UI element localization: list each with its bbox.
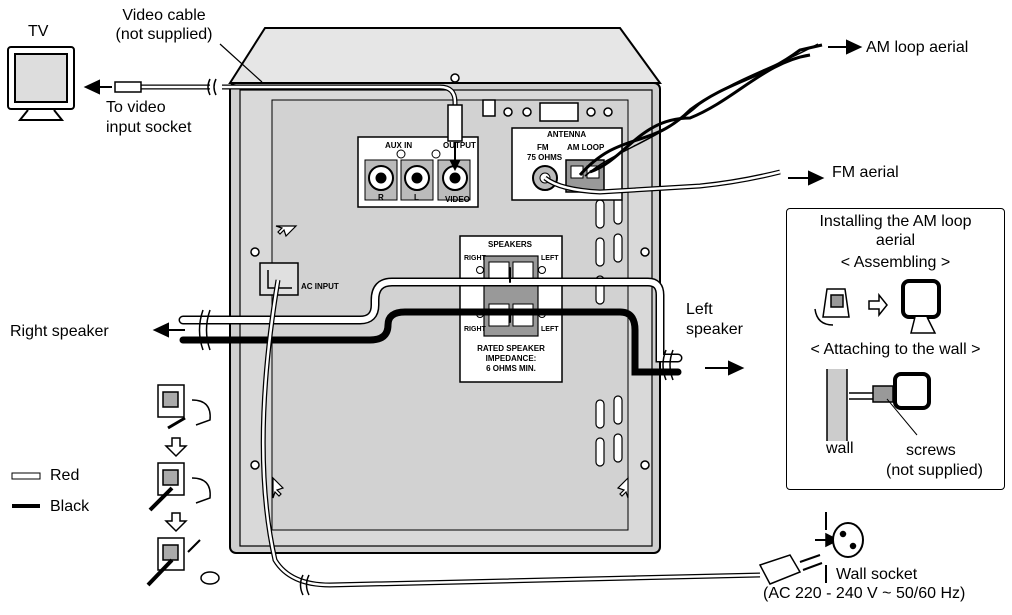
inset-screws-note: (not supplied) (886, 462, 983, 479)
l-label: L (414, 193, 419, 202)
am-loop-panel-label: AM LOOP (567, 143, 605, 152)
tv-icon (7, 46, 75, 121)
antenna-label: ANTENNA (547, 130, 587, 139)
inset-graphics (814, 279, 941, 441)
ac-input-socket (259, 262, 299, 296)
inset-title-1: Installing the AM loop (819, 213, 972, 230)
fm-ohms-label: 75 OHMS (527, 153, 563, 162)
right-speaker-label: Right speaker (10, 323, 109, 340)
black-legend-label: Black (50, 498, 90, 515)
aux-video-panel (357, 136, 479, 208)
video-label: VIDEO (445, 195, 470, 204)
tv-label: TV (28, 23, 49, 40)
video-cable-label: Video cable (122, 7, 206, 24)
cable-breaks (198, 309, 674, 381)
speaker-cables (178, 267, 683, 376)
power-cord (260, 279, 761, 596)
inset-assembling: < Assembling > (840, 254, 951, 271)
left-bottom-label: LEFT (541, 326, 559, 333)
inset-wall: wall (826, 440, 854, 457)
rated-label-1: RATED SPEAKER (477, 344, 545, 353)
inset-attaching: < Attaching to the wall > (810, 341, 981, 358)
r-label: R (378, 193, 384, 202)
inset-title-2: aerial (875, 232, 916, 249)
rated-label-3: 6 OHMS MIN. (486, 364, 536, 373)
video-cable (114, 43, 463, 172)
connection-steps (146, 384, 220, 587)
fm-label: FM (537, 143, 549, 152)
left-speaker-label: Left (686, 301, 713, 318)
fm-aerial-label: FM aerial (832, 164, 899, 181)
arrows (83, 39, 863, 376)
red-legend-label: Red (50, 467, 80, 484)
speakers-label: SPEAKERS (488, 240, 533, 249)
ac-input-label: AC INPUT (301, 282, 339, 291)
inset-screws: screws (906, 442, 956, 459)
input-socket-label: input socket (106, 119, 192, 136)
video-cable-note: (not supplied) (115, 26, 213, 43)
left-top-label: LEFT (541, 255, 559, 262)
right-top-label: RIGHT (464, 255, 486, 262)
am-loop-cable (578, 43, 823, 177)
plug-and-socket (758, 512, 864, 585)
aux-in-label: AUX IN (385, 141, 413, 150)
right-bottom-label: RIGHT (464, 326, 486, 333)
wall-socket-label: Wall socket (836, 566, 918, 583)
wire-legend (11, 472, 41, 508)
panel-arrows (272, 225, 629, 499)
output-label: OUTPUT (443, 141, 476, 150)
am-loop-aerial-label: AM loop aerial (866, 39, 969, 56)
to-video-label: To video (106, 99, 166, 116)
rated-label-2: IMPEDANCE: (485, 354, 537, 363)
wall-socket-spec: (AC 220 - 240 V ~ 50/60 Hz) (763, 585, 966, 602)
fm-aerial-cable (543, 169, 781, 195)
inset-am-loop-installation (786, 208, 1005, 490)
left-speaker-label-2: speaker (686, 321, 743, 338)
